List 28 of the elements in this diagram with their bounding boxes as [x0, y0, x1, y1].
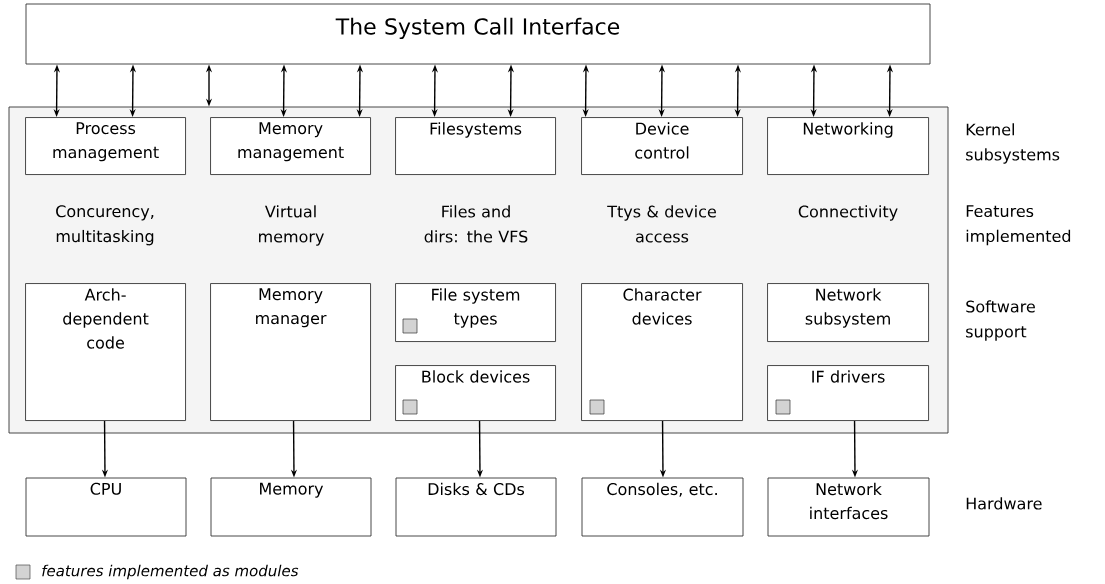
hardware-box: Memory — [210, 477, 372, 537]
interface-box: The System Call Interface — [25, 3, 931, 65]
support-box: Network subsystem — [767, 283, 929, 342]
legend-text: features implemented as modules — [42, 564, 299, 580]
subsystem-box: Memory management — [210, 117, 371, 175]
row-label: Virtual memory — [259, 205, 324, 246]
support-box: Character devices — [581, 283, 743, 421]
subsystem-box: Process management — [25, 117, 186, 175]
row-label: Features implemented — [966, 205, 1071, 246]
subsystem-box: Device control — [581, 117, 743, 175]
support-box: Memory manager — [210, 283, 371, 421]
row-label: Kernel subsystems — [966, 123, 1060, 164]
support-box: Arch-dependent code — [25, 283, 186, 421]
row-label: Concurency, multitasking — [56, 205, 154, 246]
row-label: Software support — [966, 300, 1035, 341]
hardware-box: Network interfaces — [767, 477, 930, 537]
row-label: Connectivity — [798, 205, 898, 221]
row-label: Ttys & device access — [607, 205, 716, 243]
support-box: File system types — [395, 283, 556, 342]
subsystem-box: Networking — [767, 117, 929, 175]
hardware-box: Consoles, etc. — [581, 477, 744, 537]
hardware-box: CPU — [25, 477, 187, 537]
support-box: Block devices — [395, 365, 556, 421]
hardware-box: Disks & CDs — [395, 477, 557, 537]
row-label: Hardware — [966, 497, 1042, 510]
subsystem-box: Filesystems — [395, 117, 556, 175]
row-label: Files and dirs: the VFS — [424, 205, 528, 243]
support-box: IF drivers — [767, 365, 929, 421]
